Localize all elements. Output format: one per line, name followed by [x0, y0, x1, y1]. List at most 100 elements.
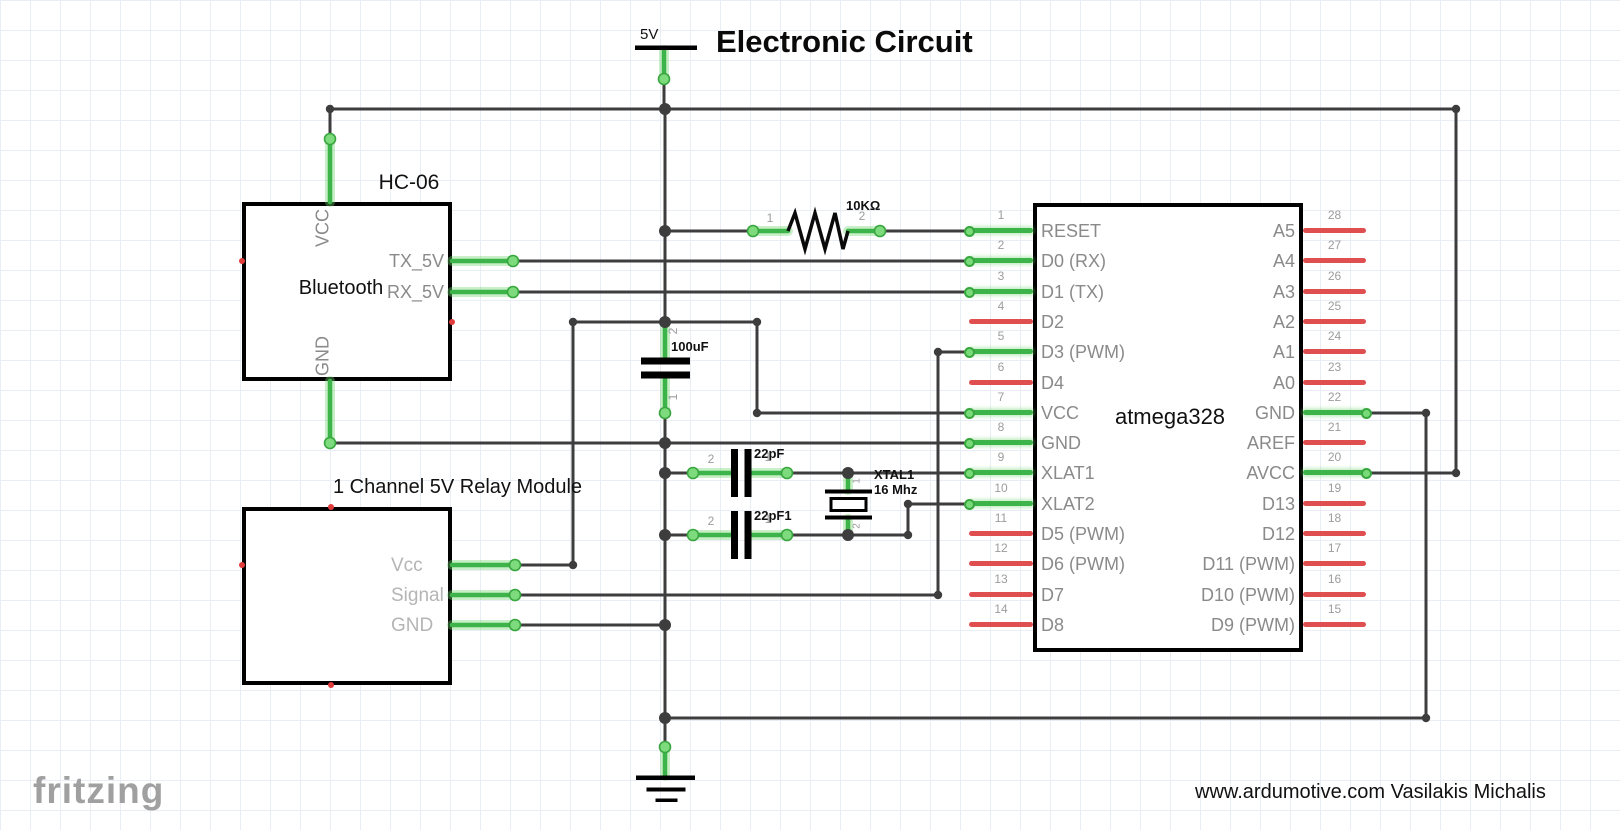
- bendpoint-dot: [903, 499, 913, 509]
- green-connection-dot: [508, 618, 522, 632]
- chip-pin-22-stub[interactable]: [1303, 410, 1366, 415]
- chip-pin-7-connection-dot: [963, 407, 975, 419]
- crystal-plate-top[interactable]: [825, 489, 872, 494]
- chip-pin-4-stub[interactable]: [969, 319, 1033, 324]
- cap22pf-pin2-label: 2: [707, 452, 715, 466]
- junction-dot: [659, 467, 671, 479]
- chip-pin-27-number: 27: [1327, 238, 1342, 252]
- chip-pin-24-number: 24: [1327, 329, 1342, 343]
- chip-pin-15-label: D9 (PWM): [1211, 615, 1295, 635]
- cap22pf-plate-right[interactable]: [744, 449, 752, 497]
- chip-pin-26-label: A3: [1272, 282, 1295, 302]
- chip-pin-10-stub[interactable]: [969, 501, 1033, 506]
- green-connection-dot: [686, 466, 700, 480]
- cap22pf-plate-left[interactable]: [731, 449, 738, 497]
- chip-pin-18-stub[interactable]: [1303, 531, 1366, 536]
- chip-pin-25-stub[interactable]: [1303, 319, 1366, 324]
- chip-pin-9-number: 9: [997, 450, 1005, 464]
- chip-pin-10-label: XLAT2: [1041, 494, 1095, 514]
- chip-pin-1-stub[interactable]: [969, 228, 1033, 233]
- chip-pin-24-stub[interactable]: [1303, 349, 1366, 354]
- bendpoint-dot: [933, 347, 943, 357]
- ground-symbol-bar1[interactable]: [636, 775, 695, 781]
- chip-pin-5-number: 5: [997, 329, 1005, 343]
- green-connection-dot: [508, 558, 522, 572]
- chip-pin-23-stub[interactable]: [1303, 380, 1366, 385]
- chip-pin-7-stub[interactable]: [969, 410, 1033, 415]
- hc06-title: HC-06: [378, 171, 440, 194]
- chip-pin-2-stub[interactable]: [969, 258, 1033, 263]
- ground-symbol-bar3[interactable]: [655, 798, 678, 803]
- resistor-pin1-label: 1: [766, 211, 774, 225]
- chip-pin-28-stub[interactable]: [1303, 228, 1366, 233]
- chip-pin-19-stub[interactable]: [1303, 501, 1366, 506]
- credit-text: www.ardumotive.com Vasilakis Michalis: [1195, 781, 1546, 803]
- chip-pin-5-stub[interactable]: [969, 349, 1033, 354]
- hc06-module-box[interactable]: [242, 202, 452, 381]
- relay-module-box[interactable]: [242, 507, 452, 685]
- chip-pin-8-stub[interactable]: [969, 440, 1033, 445]
- chip-pin-7-number: 7: [997, 390, 1005, 404]
- chip-pin-1-connection-dot: [963, 225, 975, 237]
- chip-pin-27-stub[interactable]: [1303, 258, 1366, 263]
- fritzing-watermark: fritzing: [33, 770, 165, 811]
- cap100uf-pin1-label: 1: [666, 393, 680, 401]
- chip-pin-9-stub[interactable]: [969, 470, 1033, 475]
- relay-pin-gnd-label: GND: [391, 615, 434, 636]
- cap22pf-pin1-label: 1: [764, 450, 772, 464]
- chip-pin-5-label: D3 (PWM): [1041, 342, 1125, 362]
- chip-pin-21-stub[interactable]: [1303, 440, 1366, 445]
- chip-pin-14-label: D8: [1041, 615, 1065, 635]
- chip-pin-10-connection-dot: [963, 498, 975, 510]
- chip-pin-13-stub[interactable]: [969, 592, 1033, 597]
- crystal-plate-bottom[interactable]: [825, 515, 872, 520]
- ground-symbol-bar2[interactable]: [646, 787, 686, 792]
- chip-pin-2-label: D0 (RX): [1041, 251, 1107, 271]
- chip-pin-11-number: 11: [994, 511, 1008, 525]
- relay-title: 1 Channel 5V Relay Module: [333, 476, 583, 498]
- chip-pin-3-connection-dot: [963, 286, 975, 298]
- cap100uf-plate-top[interactable]: [641, 357, 690, 365]
- cap22pf-value-label: 22pF: [754, 446, 785, 461]
- crystal-body[interactable]: [829, 497, 868, 512]
- chip-pin-16-stub[interactable]: [1303, 592, 1366, 597]
- chip-pin-9-label: XLAT1: [1041, 463, 1095, 483]
- cap100uf-plate-bottom[interactable]: [641, 371, 690, 379]
- chip-pin-8-connection-dot: [963, 437, 975, 449]
- chip-pin-18-label: D12: [1261, 524, 1295, 544]
- bendpoint-dot: [933, 590, 943, 600]
- cap22pf1-plate-right[interactable]: [744, 511, 752, 559]
- chip-pin-14-stub[interactable]: [969, 622, 1033, 627]
- relay-pin-signal-label: Signal: [391, 585, 444, 606]
- resistor-symbol[interactable]: [786, 206, 850, 256]
- chip-pin-6-stub[interactable]: [969, 380, 1033, 385]
- chip-pin-16-label: D10 (PWM): [1201, 585, 1295, 605]
- chip-pin-20-stub[interactable]: [1303, 470, 1366, 475]
- junction-dot: [842, 467, 854, 479]
- chip-pin-12-stub[interactable]: [969, 561, 1033, 566]
- chip-pin-11-stub[interactable]: [969, 531, 1033, 536]
- crystal-name: XTAL1: [874, 467, 915, 482]
- chip-pin-25-number: 25: [1327, 299, 1342, 313]
- junction-dot: [659, 437, 671, 449]
- chip-pin-26-stub[interactable]: [1303, 289, 1366, 294]
- chip-pin-3-stub[interactable]: [969, 289, 1033, 294]
- cap22pf1-plate-left[interactable]: [731, 511, 738, 559]
- chip-pin-1-number: 1: [997, 208, 1005, 222]
- chip-pin-15-stub[interactable]: [1303, 622, 1366, 627]
- junction-dot: [659, 316, 671, 328]
- hc06-name: Bluetooth: [298, 277, 384, 299]
- crystal-value: 16 Mhz: [874, 482, 918, 497]
- bendpoint-dot: [568, 317, 578, 327]
- crystal-pin1-label: 1: [851, 478, 863, 484]
- chip-pin-17-stub[interactable]: [1303, 561, 1366, 566]
- bendpoint-dot: [568, 560, 578, 570]
- crystal-label: XTAL1 16 Mhz: [874, 467, 917, 497]
- atmega328-chip-box[interactable]: [1033, 203, 1303, 652]
- chip-pin-22-number: 22: [1327, 390, 1342, 404]
- power-rail-symbol[interactable]: [635, 45, 697, 51]
- chip-pin-24-label: A1: [1272, 342, 1295, 362]
- chip-pin-9-connection-dot: [963, 467, 975, 479]
- unconnected-pin-dot: [449, 319, 455, 325]
